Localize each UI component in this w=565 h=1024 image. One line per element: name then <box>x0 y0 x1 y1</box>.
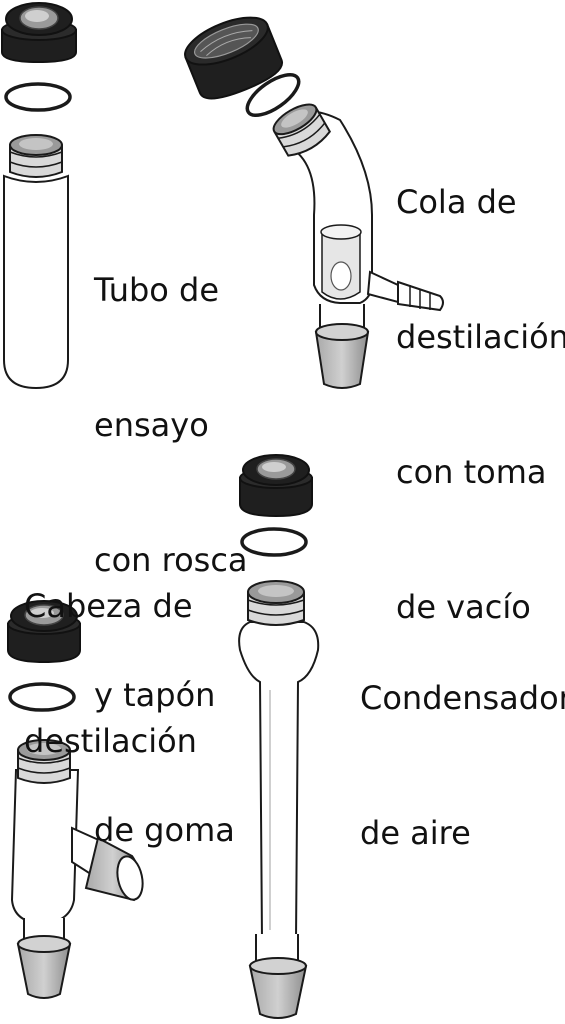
ground-joint-icon <box>16 918 72 999</box>
screw-cap-icon <box>239 454 313 518</box>
label-line: con toma <box>396 453 547 491</box>
threaded-neck-icon <box>247 580 305 626</box>
vacuum-adapter-group <box>184 16 444 389</box>
o-ring-icon <box>8 682 76 712</box>
o-ring-icon <box>240 527 308 557</box>
screw-cap-icon <box>7 600 81 664</box>
distillation-head-group <box>7 600 144 999</box>
label-line: Condensador <box>360 679 565 717</box>
vacuum-adapter-label: Cola de destilación con toma de vacío <box>396 90 565 675</box>
threaded-neck-icon <box>9 134 63 178</box>
screw-cap-icon <box>1 2 77 64</box>
label-line: destilación <box>24 722 197 760</box>
test-tube-label: Tubo de ensayo con rosca y tapón de goma <box>94 178 248 898</box>
test-tube-body-icon <box>3 174 69 390</box>
label-line: de aire <box>360 814 471 852</box>
label-line: de goma <box>94 811 235 849</box>
label-line: Tubo de <box>94 271 220 309</box>
o-ring-icon <box>245 73 301 117</box>
label-line: con rosca <box>94 541 248 579</box>
test-tube-group <box>1 2 77 390</box>
label-line: destilación <box>396 318 565 356</box>
threaded-neck-icon <box>17 739 71 784</box>
label-line: Cabeza de <box>24 587 193 625</box>
distillation-head-label: Cabeza de destilación <box>24 494 197 809</box>
label-line: ensayo <box>94 406 209 444</box>
air-condenser-group <box>238 454 320 1019</box>
condenser-bulb-icon <box>238 621 320 941</box>
vacuum-side-arm-icon <box>366 270 444 312</box>
label-line: de vacío <box>396 588 531 626</box>
ground-joint-icon <box>248 934 308 1019</box>
o-ring-icon <box>4 82 72 112</box>
threaded-neck-icon <box>272 103 331 157</box>
tilted-screw-cap-icon <box>184 16 284 100</box>
side-ground-joint-icon <box>84 836 144 902</box>
air-condenser-label: Condensador de aire <box>360 586 565 901</box>
ground-joint-icon <box>314 304 370 389</box>
label-line: y tapón <box>94 676 216 714</box>
label-line: Cola de <box>396 183 517 221</box>
